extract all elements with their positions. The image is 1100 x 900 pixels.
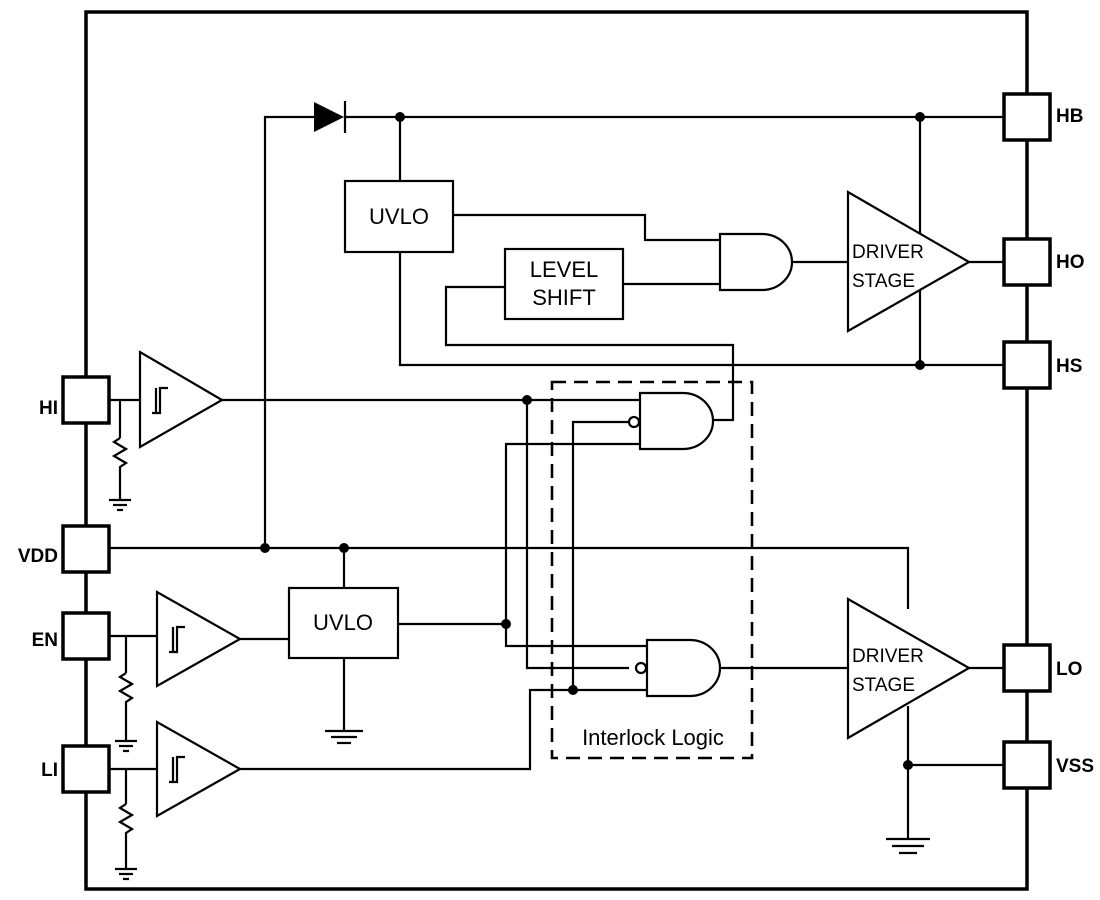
level-shift-label-2: SHIFT — [532, 285, 596, 310]
schmitt-buffer-hi — [138, 350, 225, 449]
pin-hb — [1002, 92, 1052, 142]
pin-hs-label: HS — [1056, 356, 1082, 377]
pin-li-label: LI — [41, 760, 58, 781]
junction-dot — [260, 543, 270, 553]
pin-vdd — [61, 524, 111, 574]
driver-low-label-2: STAGE — [852, 675, 915, 696]
and-gate-interlock-high — [638, 391, 715, 451]
hi-inverted-to-low-gate-wire — [525, 400, 629, 670]
pin-hi-label: HI — [39, 398, 58, 419]
and-gate-high — [718, 232, 794, 292]
pin-hi — [61, 375, 111, 425]
interlock-logic-region — [550, 380, 754, 760]
ground-icon — [325, 729, 363, 745]
ground-icon — [115, 867, 137, 881]
junction-dot — [568, 685, 578, 695]
ground-icon — [109, 498, 131, 512]
vdd-to-diode-wire — [263, 115, 314, 548]
bootstrap-diode — [314, 101, 347, 133]
pin-hs — [1002, 340, 1052, 390]
schmitt-trigger-icon — [169, 755, 185, 784]
en-to-high-gate-wire — [504, 442, 640, 624]
li-pulldown-resistor — [117, 803, 135, 868]
driver-stage-high — [846, 190, 972, 333]
li-inverted-to-high-gate-wire — [571, 420, 629, 690]
level-shift-block — [503, 247, 625, 321]
pin-en-label: EN — [32, 630, 58, 651]
ground-icon — [115, 739, 137, 753]
schmitt-trigger-icon — [152, 386, 168, 415]
pin-lo-label: LO — [1056, 659, 1082, 680]
pin-vss — [1002, 740, 1052, 790]
uvlo-low-block — [287, 586, 400, 660]
driver-low-label-1: DRIVER — [852, 646, 924, 667]
junction-dot — [903, 760, 913, 770]
inverter-bubble — [627, 415, 641, 429]
pin-ho — [1002, 237, 1052, 287]
pin-hb-label: HB — [1056, 106, 1083, 127]
driver-high-label-1: DRIVER — [852, 242, 924, 263]
interlock-logic-label: Interlock Logic — [582, 725, 724, 750]
schmitt-trigger-icon — [169, 625, 185, 654]
vdd-rail — [109, 546, 910, 609]
level-shift-label-1: LEVEL — [530, 257, 599, 282]
ground-icon — [886, 837, 930, 855]
package-outline — [84, 10, 1029, 891]
inverter-bubble — [634, 661, 648, 675]
en-to-low-gate-wire — [504, 624, 647, 648]
interlock-to-level-shift-wire — [444, 285, 735, 422]
pin-li — [61, 744, 111, 794]
uvlo-low-label: UVLO — [313, 610, 373, 635]
hi-pulldown-resistor — [111, 437, 129, 500]
schmitt-buffer-li — [155, 720, 243, 818]
hs-rail — [398, 252, 1004, 367]
uvlo-high-label: UVLO — [369, 204, 429, 229]
uvlo-high-to-and-wire — [453, 213, 720, 242]
li-to-interlock-wire — [240, 688, 647, 771]
schmitt-buffer-en — [155, 590, 243, 688]
and-gate-interlock-low — [645, 638, 722, 698]
pin-lo — [1002, 643, 1052, 693]
driver-stage-low — [846, 597, 972, 740]
pin-vdd-label: VDD — [18, 546, 58, 567]
pin-vss-label: VSS — [1056, 756, 1094, 777]
pin-ho-label: HO — [1056, 252, 1085, 273]
en-pulldown-resistor — [117, 672, 135, 740]
uvlo-high-block — [343, 179, 455, 254]
driver-high-label-2: STAGE — [852, 271, 915, 292]
pin-en — [61, 611, 111, 661]
